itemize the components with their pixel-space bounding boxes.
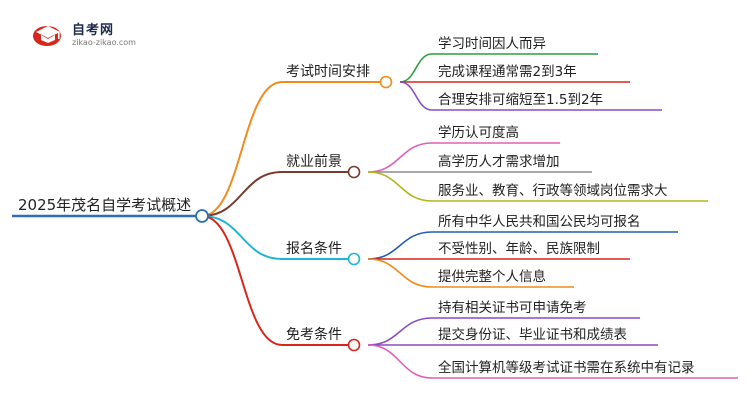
leaf-label: 学习时间因人而异	[438, 36, 546, 52]
graduation-cap-icon	[33, 26, 61, 46]
leaf-connector	[399, 81, 433, 111]
root-node	[195, 209, 209, 223]
branch-node	[347, 252, 361, 266]
leaf-label: 全国计算机等级考试证书需在系统中有记录	[438, 359, 695, 376]
leaf-label: 学历认可度高	[438, 124, 519, 141]
leaf-connector	[399, 53, 433, 83]
leaf-label: 提交身份证、毕业证书和成绩表	[438, 326, 627, 343]
leaf-connector	[367, 142, 433, 173]
site-logo: 自考网 zikao-zikao.com	[32, 17, 152, 51]
logo-title: 自考网	[72, 23, 115, 38]
root-label: 2025年茂名自学考试概述	[18, 196, 191, 214]
leaf-connector	[367, 231, 433, 260]
branch-node	[379, 75, 393, 89]
connector-lines	[12, 53, 738, 379]
leaf-label: 所有中华人民共和国公民均可报名	[438, 214, 641, 230]
node-circles	[195, 75, 393, 352]
branch-label: 报名条件	[286, 240, 342, 257]
leaf-label: 不受性别、年龄、民族限制	[438, 241, 600, 257]
leaf-label: 提供完整个人信息	[438, 268, 546, 285]
labels: 2025年茂名自学考试概述 考试时间安排 学习时间因人而异完成课程通常需2到3年合理…	[18, 36, 695, 376]
logo-subtitle: zikao-zikao.com	[72, 38, 136, 47]
leaf-label: 高学历人才需求增加	[438, 153, 560, 170]
leaf-label: 服务业、教育、行政等领域岗位需求大	[438, 182, 668, 199]
branch-label: 就业前景	[286, 153, 342, 170]
branch-label: 考试时间安排	[286, 64, 370, 80]
branch-node	[347, 165, 361, 179]
branch-connector	[201, 81, 283, 217]
leaf-label: 合理安排可缩短至1.5到2年	[438, 92, 603, 108]
leaf-connector	[367, 171, 433, 202]
leaf-label: 持有相关证书可申请免考	[438, 300, 587, 316]
branch-node	[347, 338, 361, 352]
branch-connector	[201, 215, 283, 346]
leaf-label: 完成课程通常需2到3年	[438, 64, 577, 80]
leaf-connector	[367, 258, 433, 288]
branch-connector	[201, 171, 283, 217]
leaf-connector	[367, 317, 433, 346]
branch-label: 免考条件	[286, 326, 342, 343]
leaf-connector	[367, 344, 433, 379]
branch-connector	[201, 215, 283, 260]
